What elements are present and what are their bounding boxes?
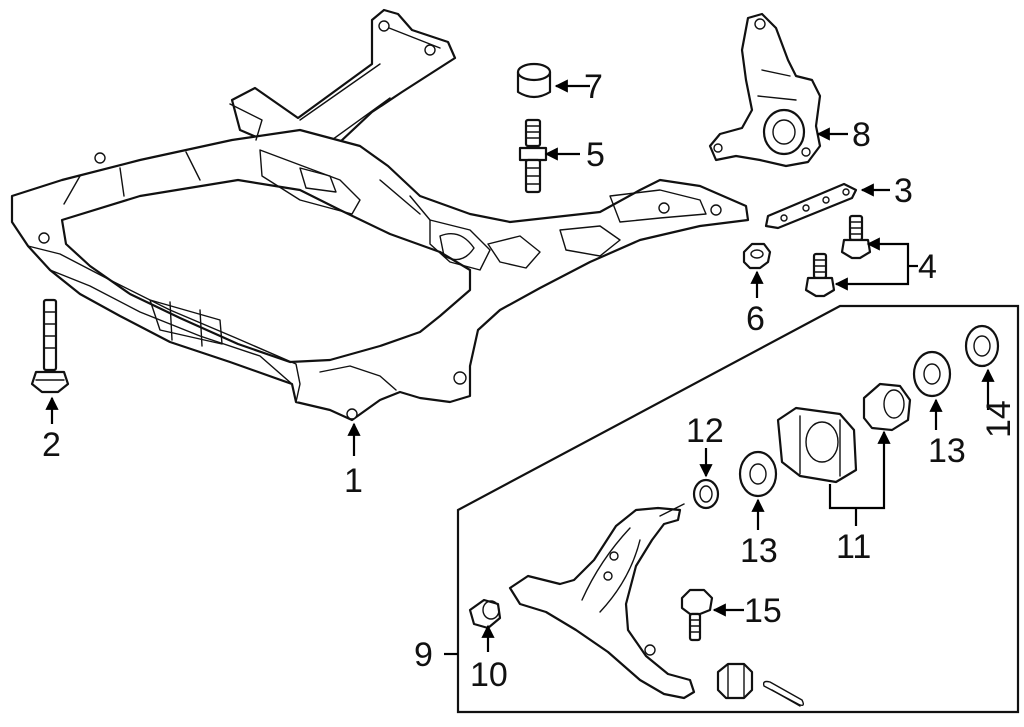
rear-bushing-housing — [776, 406, 858, 484]
stud — [518, 118, 548, 194]
callout-5: 5 — [586, 136, 605, 174]
washer-outer — [912, 350, 952, 398]
subframe-crossmember — [10, 8, 750, 422]
cotter-pin — [762, 680, 805, 707]
small-washer — [692, 478, 720, 510]
callout-7: 7 — [584, 68, 603, 106]
callout-6: 6 — [746, 300, 765, 338]
insulator — [516, 62, 552, 99]
front-bushing — [468, 598, 502, 630]
lower-control-arm — [508, 503, 696, 700]
callout-15: 15 — [744, 592, 782, 630]
callout-13-right: 13 — [928, 432, 966, 470]
lower-arm-kit-box — [456, 304, 1020, 714]
callout-3: 3 — [894, 172, 913, 210]
bolt-lower — [804, 252, 836, 298]
flange-nut — [742, 242, 772, 270]
washer-inner — [738, 450, 778, 498]
callout-2: 2 — [42, 426, 61, 464]
callout-8: 8 — [852, 116, 871, 154]
rear-bushing-sleeve — [862, 382, 912, 432]
brace-plate — [764, 182, 858, 230]
callout-12: 12 — [686, 412, 724, 450]
ball-joint-bolt — [680, 588, 714, 642]
callout-14: 14 — [980, 400, 1018, 438]
callout-13-left: 13 — [740, 532, 778, 570]
callout-10: 10 — [470, 656, 508, 694]
callout-4: 4 — [918, 248, 937, 286]
end-washer — [964, 324, 1000, 368]
steering-knuckle — [708, 12, 822, 168]
callout-9: 9 — [414, 636, 433, 674]
callout-labels: 1 2 3 4 5 6 7 8 9 10 11 12 13 13 14 15 — [42, 68, 1018, 694]
bolt-upper — [840, 214, 872, 260]
callout-11: 11 — [836, 528, 871, 566]
castle-nut — [716, 662, 754, 700]
subframe-bolt — [30, 298, 70, 394]
leader-lines — [45, 79, 995, 656]
callout-1: 1 — [344, 462, 363, 500]
